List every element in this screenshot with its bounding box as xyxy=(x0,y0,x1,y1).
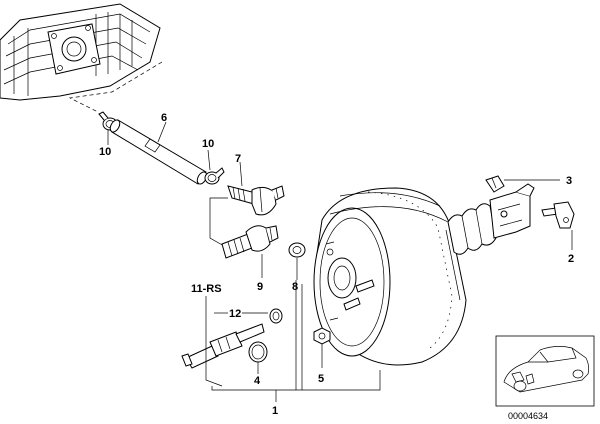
callout-12: 12 xyxy=(229,308,241,320)
vacuum-sensor xyxy=(181,323,265,369)
callout-2: 2 xyxy=(568,253,574,265)
check-valve-alternative xyxy=(221,225,279,259)
hex-nut xyxy=(313,327,331,345)
brake-booster xyxy=(313,187,467,366)
fork-head xyxy=(489,183,535,239)
callout-9: 9 xyxy=(257,281,263,293)
callout-3: 3 xyxy=(566,175,572,187)
hose-clamp-lower xyxy=(204,167,225,185)
callout-5: 5 xyxy=(318,373,324,385)
vehicle-locator-thumbnail xyxy=(495,335,595,407)
valve-group-bracket xyxy=(209,197,228,247)
callout-6: 6 xyxy=(161,112,167,124)
callout-11-rs: 11-RS xyxy=(191,283,222,295)
seal-ring xyxy=(269,308,283,324)
o-ring xyxy=(248,341,268,363)
assembly-bracket xyxy=(211,280,381,391)
callout-10-lower: 10 xyxy=(202,138,214,150)
manifold-dashed-leader xyxy=(68,61,163,113)
retaining-clip xyxy=(485,175,505,193)
grommet xyxy=(288,242,306,258)
clevis-pin xyxy=(541,201,575,229)
rubber-boot xyxy=(447,203,497,255)
callout-7: 7 xyxy=(235,153,241,165)
check-valve xyxy=(227,185,285,216)
callout-1: 1 xyxy=(272,405,278,417)
image-code: 00004634 xyxy=(508,411,548,421)
sensor-bracket xyxy=(205,330,223,387)
callout-10-upper: 10 xyxy=(99,146,111,158)
callout-8: 8 xyxy=(292,281,298,293)
callout-4: 4 xyxy=(254,375,261,387)
intake-manifold xyxy=(0,3,161,101)
vacuum-hose xyxy=(109,119,208,185)
